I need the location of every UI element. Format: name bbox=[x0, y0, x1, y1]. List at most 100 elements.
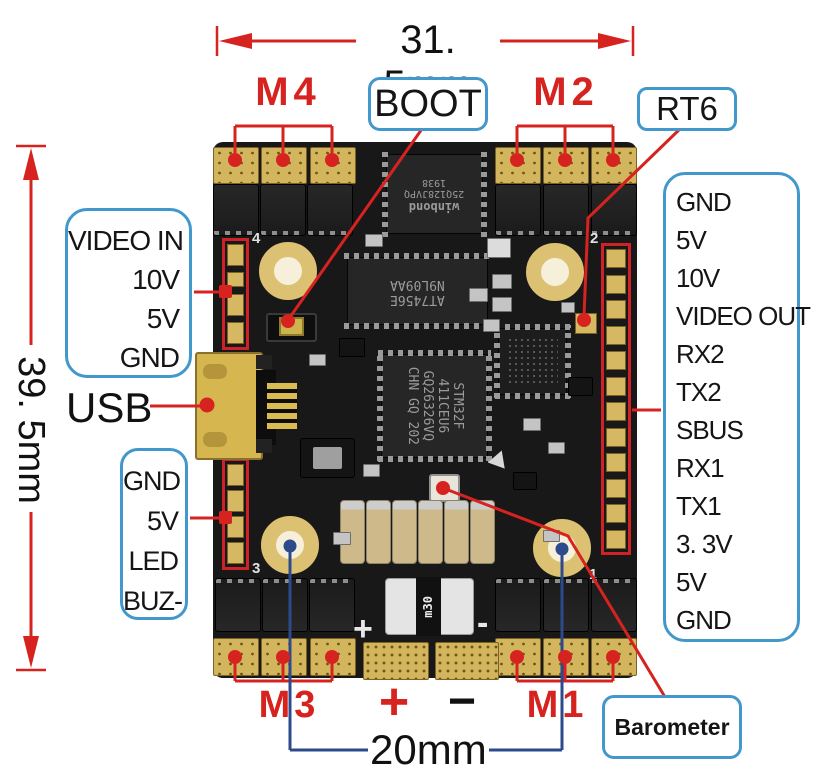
mosfet bbox=[307, 184, 353, 236]
pin-label: 10V bbox=[132, 264, 180, 295]
smd-component bbox=[487, 238, 511, 258]
right-pinbox: GND 5V 10V VIDEO OUT RX2 TX2 SBUS RX1 TX… bbox=[663, 172, 811, 642]
gyro-chip bbox=[494, 324, 571, 399]
led-buz-dot bbox=[219, 511, 232, 524]
capacitor bbox=[366, 500, 391, 564]
mosfet bbox=[215, 578, 261, 632]
pin-label: LED bbox=[128, 546, 179, 576]
osd-chip: AT7456E N9L09AA bbox=[344, 253, 491, 329]
video-in-dot bbox=[219, 285, 232, 298]
capacitor bbox=[418, 500, 443, 564]
battery-plus-label: + bbox=[378, 673, 410, 731]
pin-column-right bbox=[601, 243, 631, 555]
bracket-m1 bbox=[515, 658, 615, 683]
pin-label: RX2 bbox=[676, 339, 725, 369]
pin-label: 3. 3V bbox=[676, 529, 733, 559]
smd-component bbox=[363, 464, 380, 477]
mount-spacing-lines bbox=[288, 549, 564, 752]
mount-dot bbox=[555, 542, 569, 556]
boot-callout-label: BOOT bbox=[374, 82, 482, 125]
led-buz-pinbox: GND 5V LED BUZ- bbox=[120, 448, 188, 620]
pad-dot bbox=[228, 153, 242, 167]
pin-label: TX1 bbox=[676, 491, 722, 521]
smd-component bbox=[492, 274, 512, 289]
smd-component bbox=[492, 297, 512, 312]
silkscreen-corner-4: 4 bbox=[252, 230, 261, 247]
motor-label-m1: M1 bbox=[526, 684, 588, 726]
flash-chip: winbond 25Q128JVPQ 1938 bbox=[382, 151, 487, 237]
pin-label: 10V bbox=[676, 263, 720, 293]
pin-label: GND bbox=[123, 466, 181, 496]
mcu-chip: STM32F 411CEU6 GQ26326VQ CHN GQ 202 bbox=[377, 350, 492, 462]
mosfet bbox=[213, 184, 259, 236]
mosfet bbox=[543, 578, 589, 632]
pad-dot bbox=[228, 650, 242, 664]
video-in-pinbox: VIDEO IN 10V 5V GND bbox=[65, 208, 192, 378]
pad-dot bbox=[606, 153, 620, 167]
pcb-board: winbond 25Q128JVPQ 1938 AT7456E N9L09AA … bbox=[195, 142, 637, 680]
usb-connector-tab bbox=[256, 439, 272, 453]
dimension-height-line bbox=[16, 144, 46, 672]
mosfet bbox=[495, 184, 541, 236]
pin-label: TX2 bbox=[676, 377, 722, 407]
mount-spacing-label: 20mm bbox=[370, 726, 487, 773]
battery-pad-positive bbox=[363, 642, 429, 680]
pin-label: GND bbox=[119, 342, 180, 373]
pad-dot bbox=[510, 650, 524, 664]
mounting-hole bbox=[526, 243, 584, 301]
capacitor bbox=[444, 500, 469, 564]
barometer-dot bbox=[436, 481, 450, 495]
battery-pad-negative bbox=[435, 642, 499, 680]
dimension-width-arrow-right bbox=[598, 33, 631, 49]
smd-component bbox=[469, 288, 488, 302]
boot-callout-line bbox=[286, 125, 426, 321]
inductor bbox=[300, 438, 355, 478]
silkscreen-corner-2: 2 bbox=[590, 230, 599, 247]
silkscreen-corner-3: 3 bbox=[252, 560, 261, 577]
bracket-m4 bbox=[233, 124, 334, 153]
pin-label: 5V bbox=[676, 567, 707, 597]
silkscreen-minus: - bbox=[477, 604, 489, 642]
motor-label-m4: M4 bbox=[255, 70, 321, 114]
capacitor bbox=[470, 500, 495, 564]
smd-component bbox=[365, 234, 383, 247]
pin-label: 5V bbox=[146, 506, 179, 536]
dimension-height-arrow-bottom bbox=[23, 636, 39, 668]
pin-label: VIDEO IN bbox=[68, 225, 184, 256]
bracket-m2 bbox=[515, 124, 615, 153]
mount-dot bbox=[283, 539, 297, 553]
bracket-m3 bbox=[233, 658, 334, 683]
pad-dot bbox=[325, 650, 339, 664]
pad-dot bbox=[558, 153, 572, 167]
dimension-height-label: 39. 5mm bbox=[10, 356, 52, 504]
pin-label: GND bbox=[676, 605, 732, 635]
mosfet bbox=[260, 184, 306, 236]
usb-label: USB bbox=[66, 384, 153, 431]
dimension-width-arrow-left bbox=[219, 33, 252, 49]
pin-label: 5V bbox=[146, 303, 180, 334]
rt6-callout: RT6 bbox=[637, 87, 737, 131]
motor-pad bbox=[591, 638, 637, 676]
smd-component bbox=[561, 302, 575, 313]
barometer-callout-label: Barometer bbox=[614, 713, 730, 740]
pin-label: BUZ- bbox=[123, 586, 183, 616]
rt6-dot bbox=[577, 313, 591, 327]
pad-dot bbox=[510, 153, 524, 167]
barometer-callout-line bbox=[442, 486, 667, 698]
transistor bbox=[513, 472, 537, 490]
pad-dot bbox=[558, 650, 572, 664]
mosfet bbox=[262, 578, 308, 632]
pin-label: SBUS bbox=[676, 415, 744, 445]
dimension-width-line bbox=[215, 26, 635, 56]
smd-component bbox=[548, 442, 565, 454]
smd-component bbox=[309, 354, 326, 366]
pin-label: RX1 bbox=[676, 453, 725, 483]
transistor bbox=[339, 338, 365, 357]
silkscreen-corner-1: 1 bbox=[589, 566, 598, 583]
pin-label: GND bbox=[676, 187, 732, 217]
dimension-height-arrow-top bbox=[23, 148, 39, 180]
battery-minus-label: − bbox=[447, 675, 477, 728]
smd-component bbox=[483, 319, 500, 332]
